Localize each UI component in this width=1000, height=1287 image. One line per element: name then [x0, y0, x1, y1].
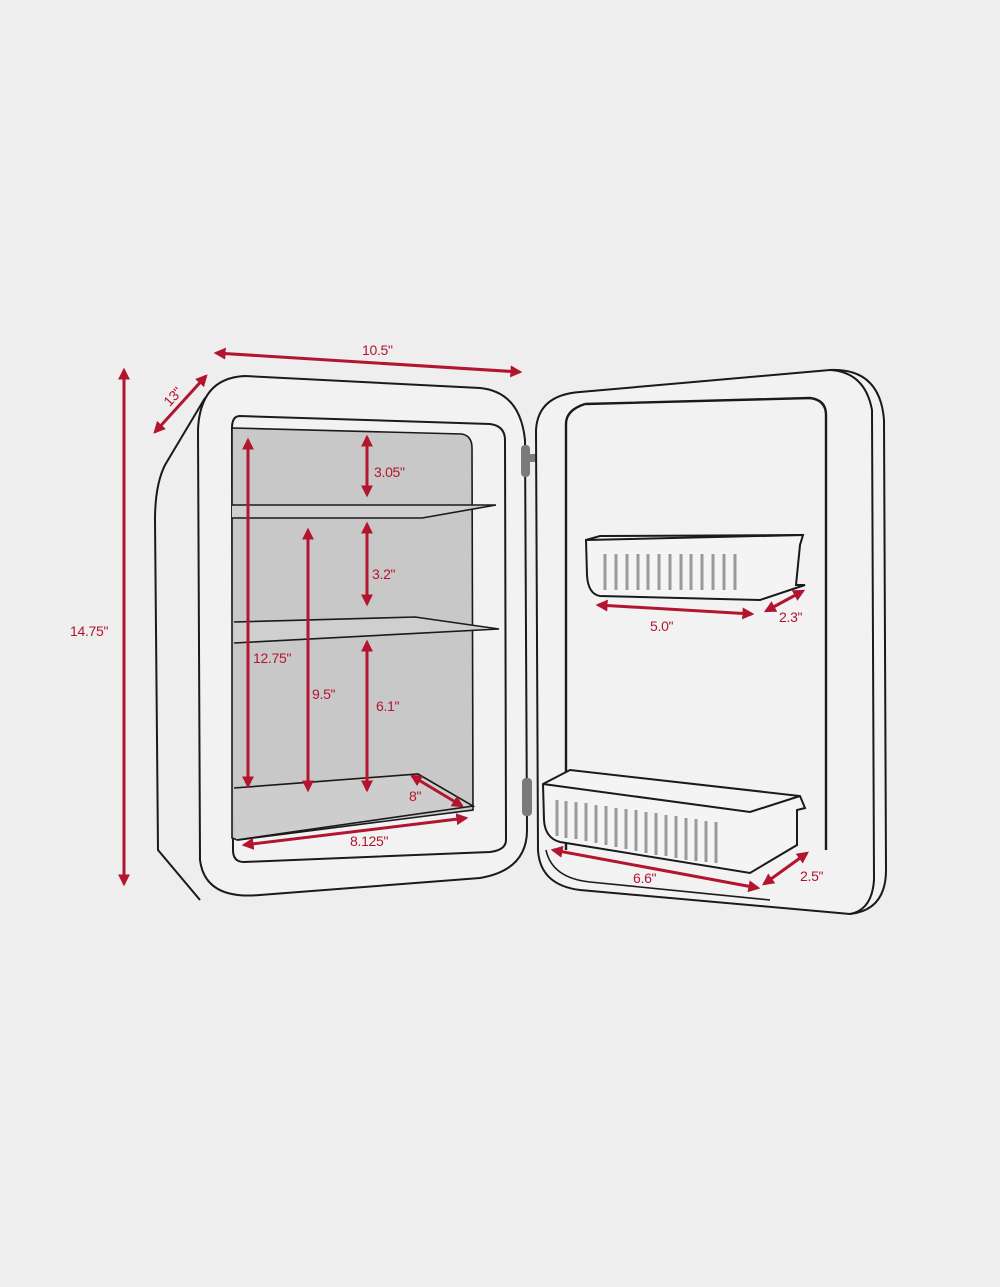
- shelf-middle: [233, 616, 500, 644]
- arrow-overall-depth: [153, 374, 208, 434]
- cabinet-side-face: [153, 397, 206, 901]
- label-lower-section: 9.5": [312, 686, 336, 702]
- arrow-lower-bin-depth: [762, 851, 809, 886]
- door-edge: [829, 369, 876, 915]
- label-overall-width: 10.5": [362, 342, 393, 358]
- shelf-top: [232, 504, 497, 519]
- label-interior-height: 12.75": [253, 650, 292, 666]
- hinge-bottom: [522, 778, 532, 816]
- arrow-interior-width: [241, 813, 469, 850]
- dimension-arrows: [118, 347, 809, 893]
- hinge-top: [521, 445, 530, 477]
- label-bottom-section: 6.1": [376, 698, 400, 714]
- arrow-interior-depth: [409, 774, 465, 808]
- arrow-upper-bin-depth: [763, 589, 806, 613]
- arrow-lower-bin-width: [550, 845, 761, 893]
- arrow-overall-width: [213, 347, 523, 378]
- label-lower-bin-depth: 2.5": [800, 868, 824, 884]
- label-middle-shelf: 3.2": [372, 566, 396, 582]
- label-top-shelf: 3.05": [374, 464, 405, 480]
- label-upper-bin-width: 5.0": [650, 618, 674, 634]
- arrow-upper-bin-width: [595, 599, 755, 620]
- label-overall-depth: 13": [160, 384, 185, 410]
- label-interior-depth: 8": [409, 788, 421, 804]
- fridge-cabinet: [153, 374, 529, 901]
- label-overall-height: 14.75": [70, 623, 109, 639]
- dimension-labels: 14.75" 10.5" 13" 12.75" 9.5" 3.05" 3.2" …: [70, 342, 824, 886]
- label-interior-width: 8.125": [350, 833, 389, 849]
- upper-door-bin: [584, 533, 806, 602]
- label-upper-bin-depth: 2.3": [779, 609, 803, 625]
- label-lower-bin-width: 6.6": [633, 870, 657, 886]
- fridge-door: [534, 368, 888, 916]
